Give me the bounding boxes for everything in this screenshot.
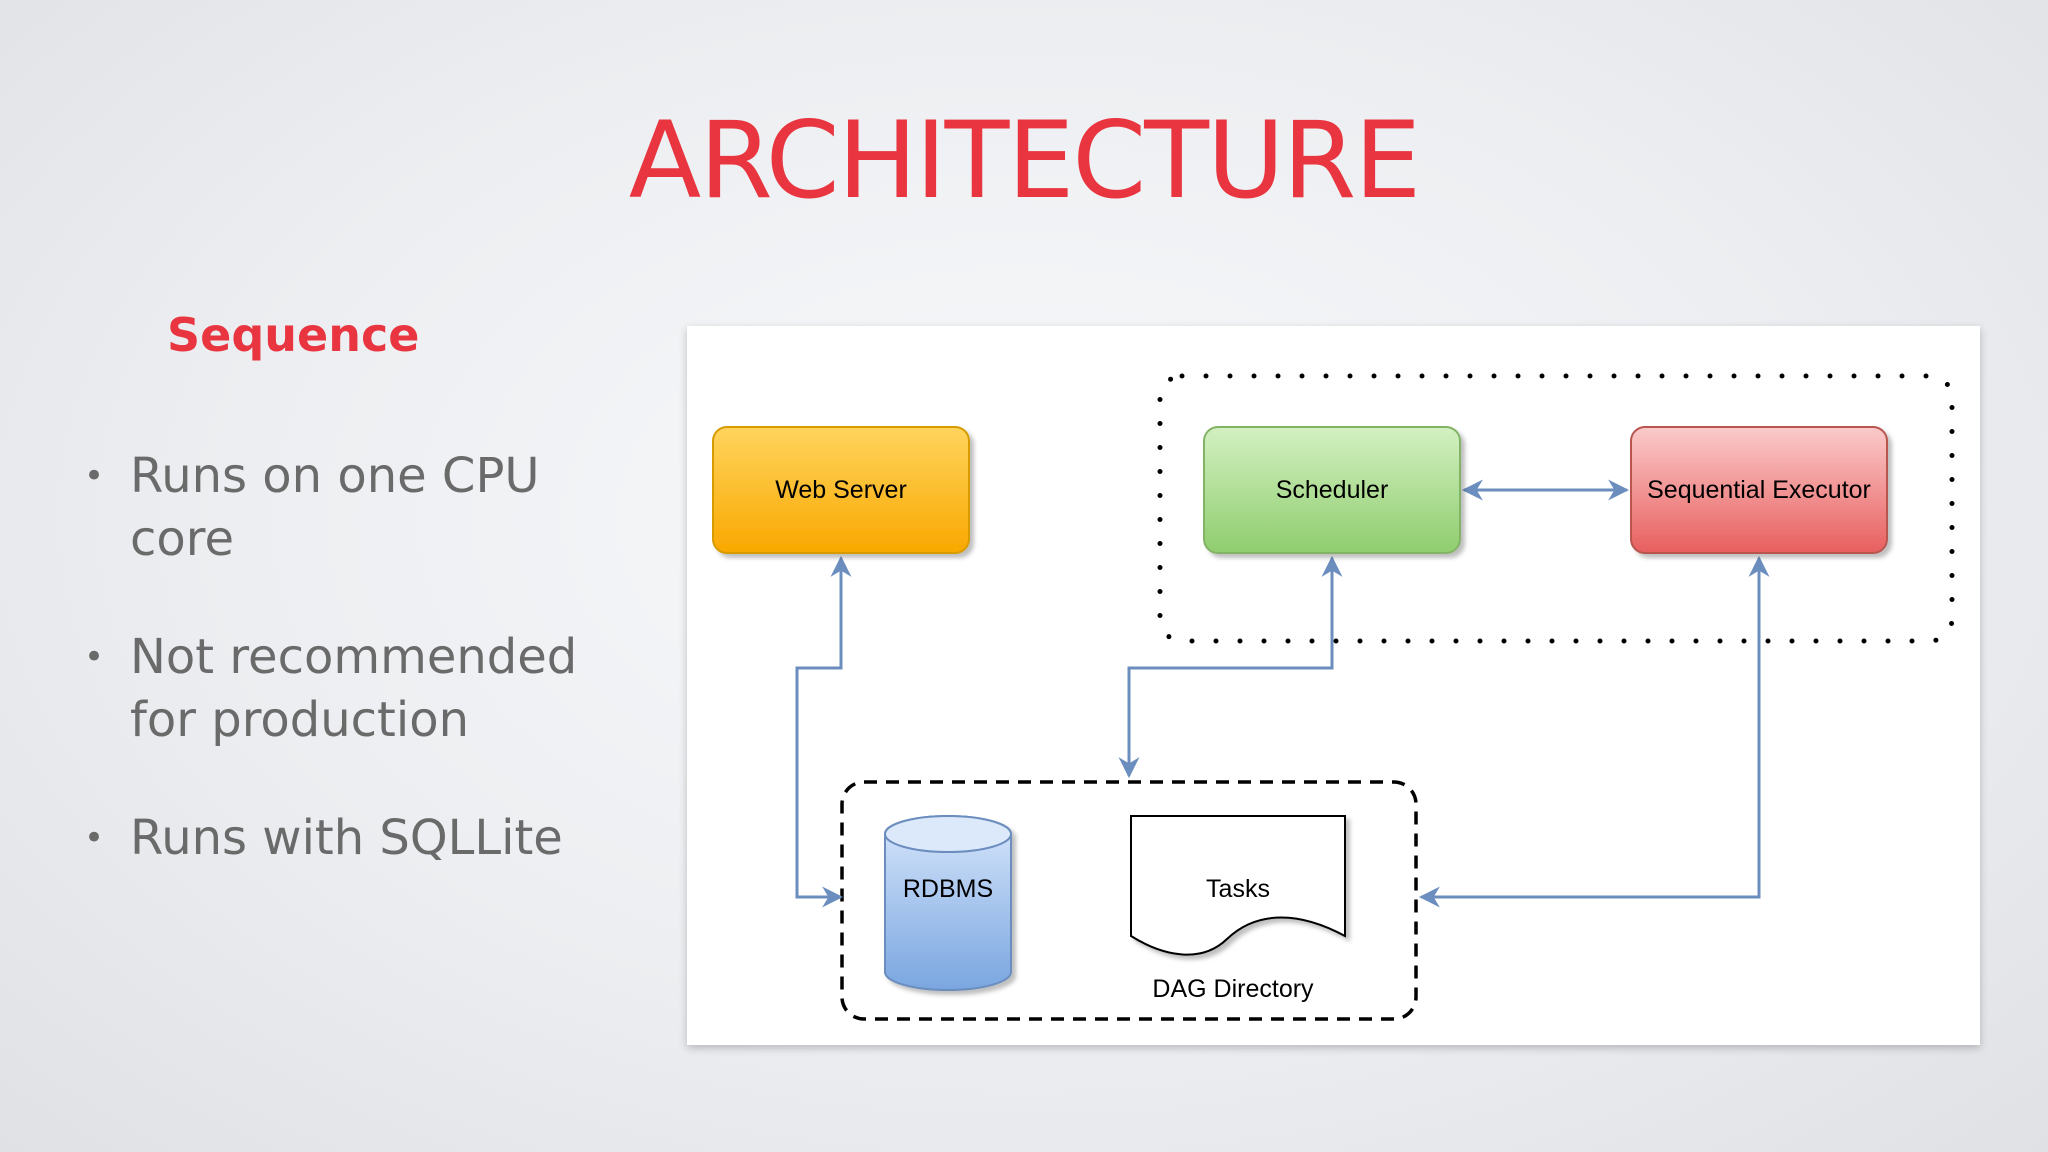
bullet-dot-icon: •: [84, 637, 105, 677]
executor-storage-connector: [1418, 555, 1770, 908]
web-server-node: Web Server: [712, 426, 970, 554]
scheduler-node: Scheduler: [1203, 426, 1461, 554]
tasks-node: Tasks: [1130, 815, 1346, 956]
tasks-label: Tasks: [1206, 875, 1270, 903]
diagram-canvas: Web Server Scheduler Sequential Executor…: [712, 373, 1955, 1021]
webserver-rdbms-connector: [795, 555, 852, 908]
scheduler-storage-connector: [1118, 555, 1343, 779]
web-server-label: Web Server: [775, 476, 907, 504]
bullet-text: Runs with SQLLite: [130, 810, 563, 866]
bullet-item: • Not recommended for production: [78, 626, 658, 752]
bullet-dot-icon: •: [84, 456, 105, 496]
architecture-diagram: Web Server Scheduler Sequential Executor…: [687, 326, 1980, 1045]
sequential-executor-node: Sequential Executor: [1630, 426, 1888, 554]
bullet-text: Not recommended for production: [130, 629, 578, 748]
scheduler-label: Scheduler: [1276, 476, 1389, 504]
rdbms-node: RDBMS: [884, 815, 1012, 991]
bullet-list: • Runs on one CPU core • Not recommended…: [78, 445, 658, 925]
sequential-executor-label: Sequential Executor: [1647, 476, 1871, 504]
rdbms-label: RDBMS: [903, 875, 993, 903]
document-icon: [1130, 815, 1346, 956]
slide-subtitle: Sequence: [167, 308, 420, 362]
bullet-item: • Runs with SQLLite: [78, 807, 658, 870]
bullet-dot-icon: •: [84, 818, 105, 858]
slide-title: ARCHITECTURE: [628, 99, 1422, 222]
bullet-text: Runs on one CPU core: [130, 448, 540, 567]
dag-directory-label: DAG Directory: [1152, 975, 1314, 1003]
bullet-item: • Runs on one CPU core: [78, 445, 658, 571]
